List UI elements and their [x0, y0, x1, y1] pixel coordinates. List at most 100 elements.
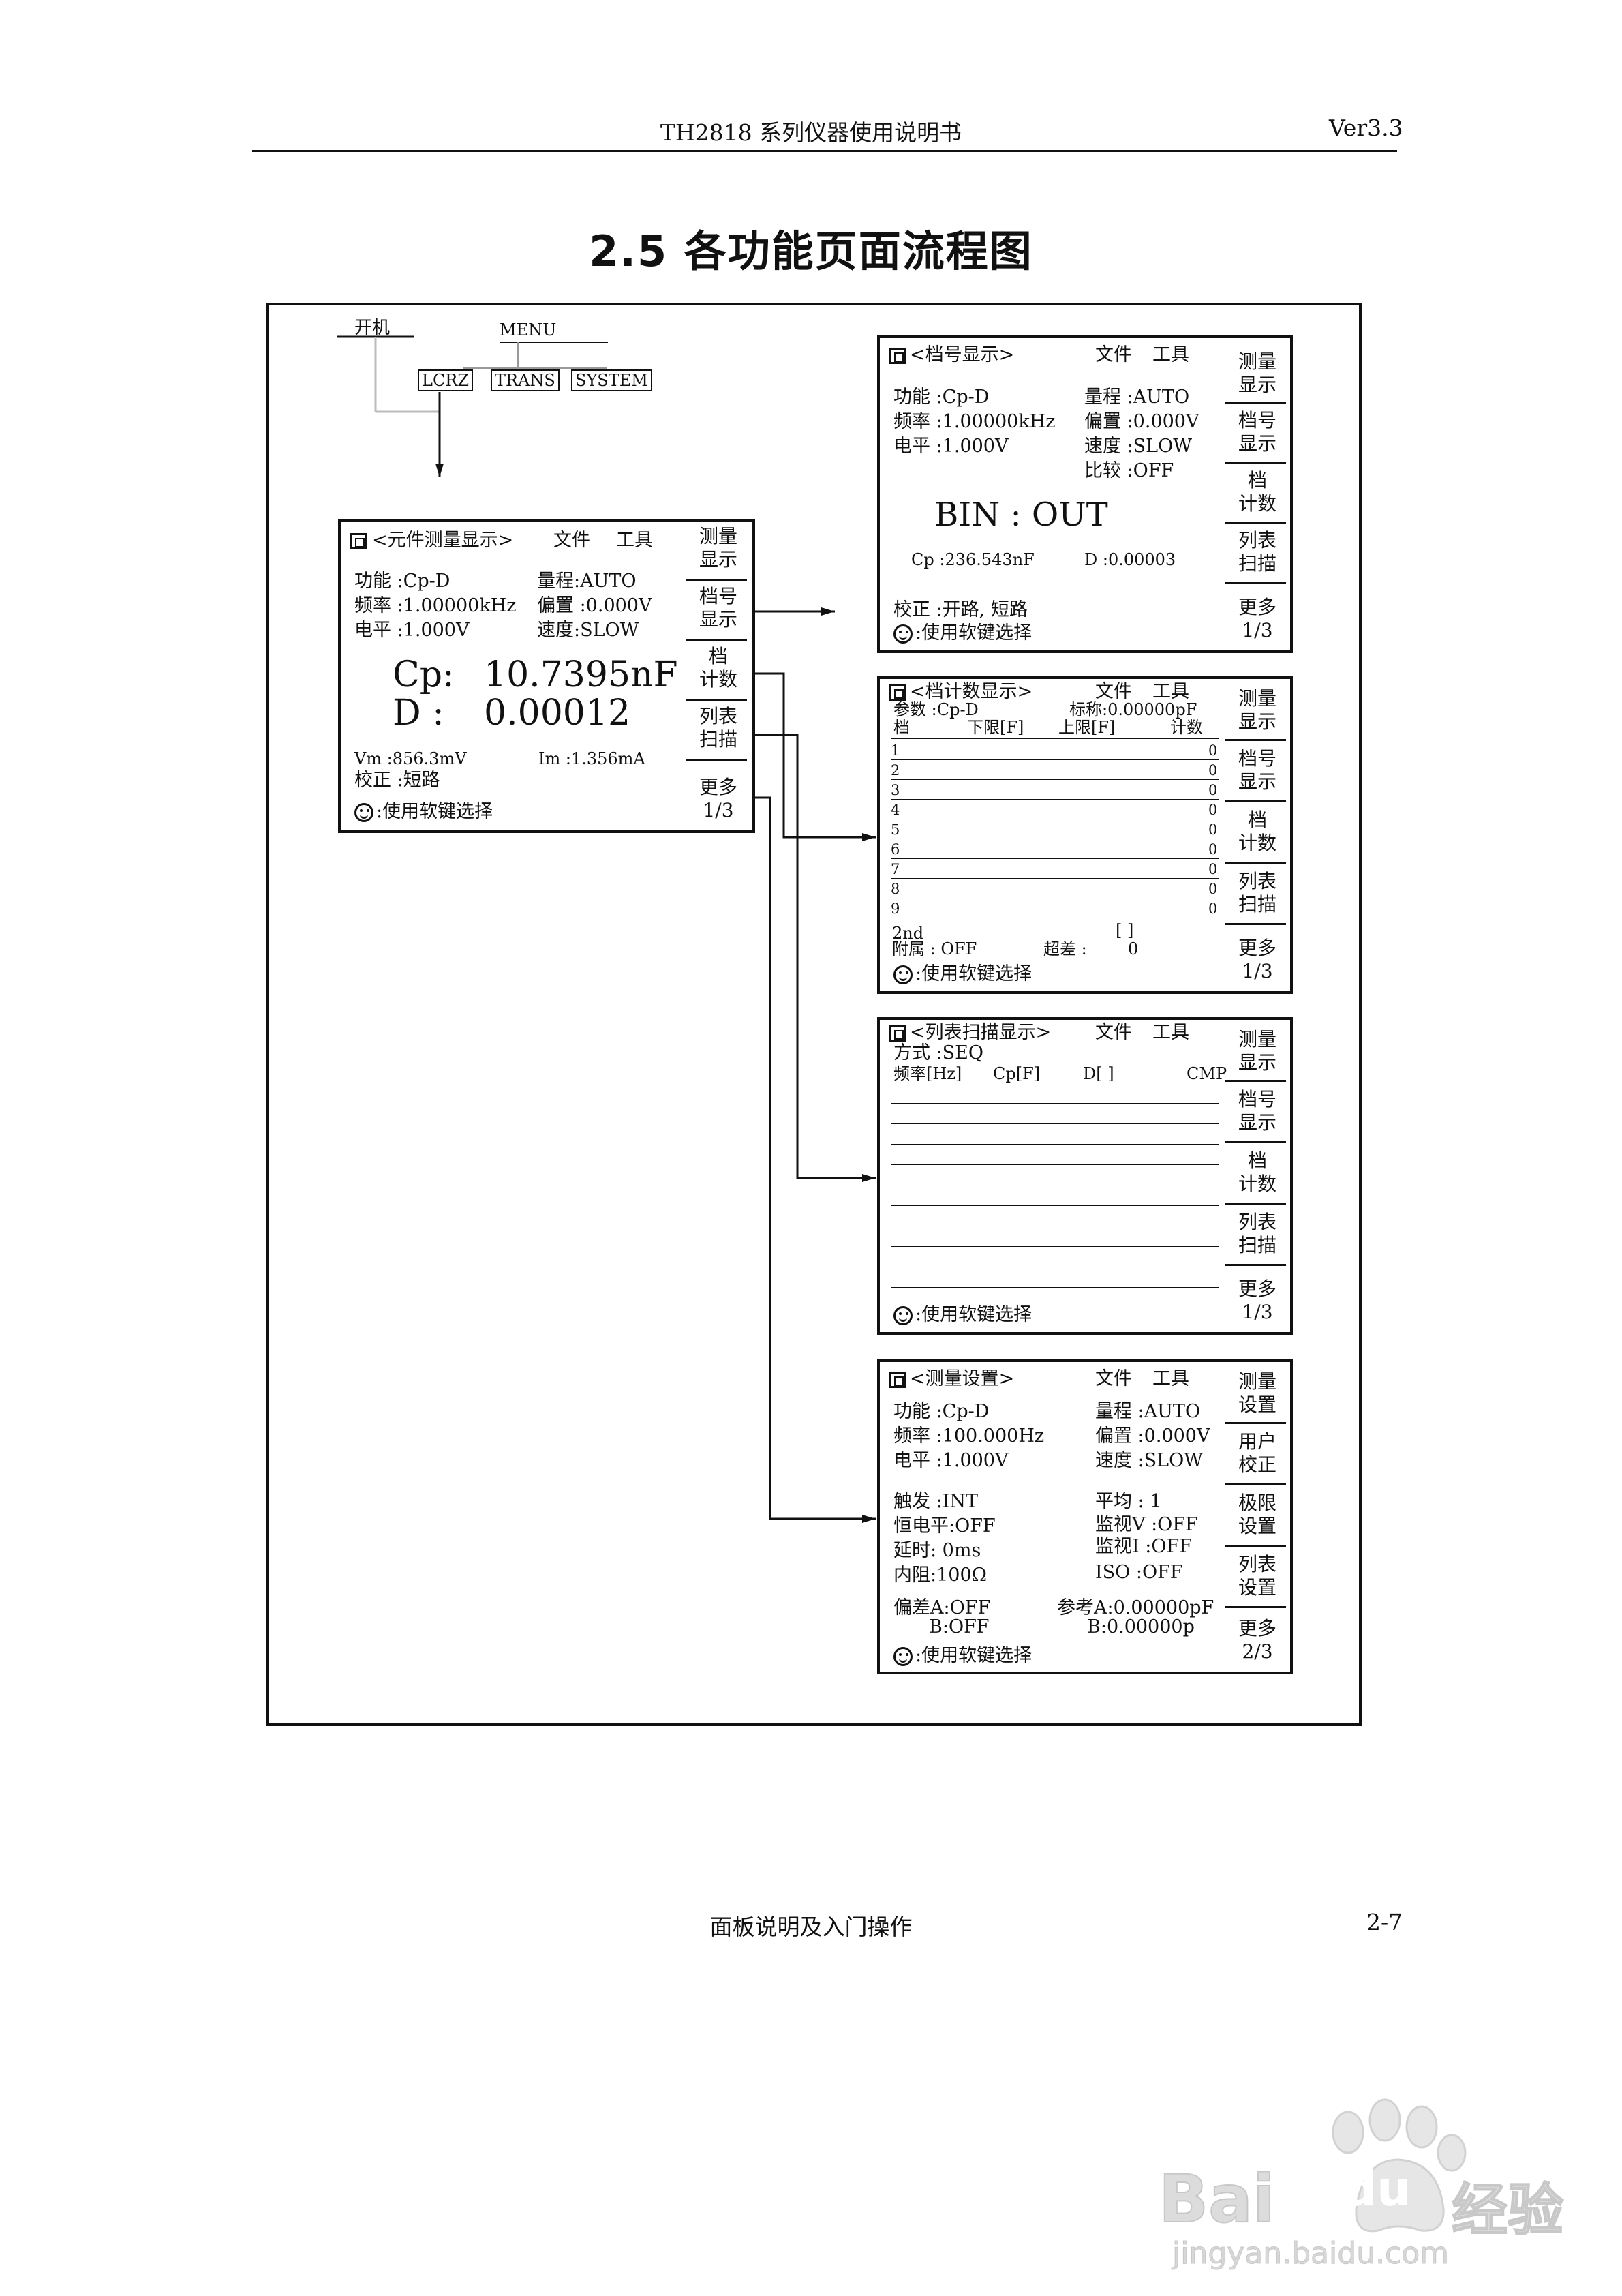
softkey-measure-display[interactable]: 测量显示 — [699, 525, 737, 571]
table-row-index: 7 — [891, 861, 900, 877]
param-row: B:OFF — [929, 1616, 990, 1637]
param-row: 偏置 :0.000V — [537, 595, 652, 616]
softkey-list-setup[interactable]: 列表设置 — [1238, 1553, 1276, 1599]
param-row: 功能 :Cp-D — [893, 1401, 990, 1422]
panel-title: <元件测量显示> — [372, 530, 514, 551]
softkey-bin-display[interactable]: 档号显示 — [1238, 409, 1276, 455]
param-row: 频率 :1.00000kHz — [893, 411, 1056, 432]
header-title: TH2818 系列仪器使用说明书 — [660, 119, 962, 146]
softkey-user-correction[interactable]: 用户校正 — [1238, 1430, 1276, 1476]
softkey-list-sweep[interactable]: 列表扫描 — [1238, 1211, 1276, 1256]
baidu-paw-icon — [1332, 2098, 1467, 2233]
softkey-measure-setup[interactable]: 测量设置 — [1238, 1370, 1276, 1416]
file-menu[interactable]: 文件 — [1095, 1368, 1132, 1389]
col-header: 计数 — [1170, 718, 1203, 737]
param-row: 比较 :OFF — [1084, 460, 1174, 481]
softkey-measure-display[interactable]: 测量显示 — [1238, 687, 1276, 733]
nominal-label: 标称:0.00000pF — [1069, 700, 1197, 719]
softkey-measure-display[interactable]: 测量显示 — [1238, 1028, 1276, 1074]
param-row: B:0.00000p — [1087, 1616, 1195, 1637]
table-row-line — [891, 779, 1219, 780]
file-menu[interactable]: 文件 — [1095, 344, 1132, 365]
arrow-count — [747, 672, 876, 841]
tools-menu[interactable]: 工具 — [616, 530, 653, 551]
arrow-setup — [747, 796, 876, 1523]
mode-label: 方式 :SEQ — [893, 1042, 984, 1063]
softkey-list-sweep[interactable]: 列表扫描 — [1238, 870, 1276, 916]
param-row: 速度 :SLOW — [1095, 1450, 1203, 1471]
col-header: Cp[F] — [993, 1064, 1041, 1083]
table-row-count: 0 — [1208, 802, 1218, 818]
panel-title: <测量设置> — [910, 1368, 1015, 1389]
softkey-list-sweep[interactable]: 列表扫描 — [1238, 529, 1276, 575]
power-on-label: 开机 — [354, 318, 391, 338]
aux-label: 附属 : OFF — [892, 939, 977, 958]
softkey-hint: :使用软键选择 — [915, 622, 1032, 644]
table-row — [891, 1164, 1219, 1165]
col-header: CMP — [1187, 1064, 1227, 1083]
lock-icon — [350, 533, 367, 549]
table-row-index: 4 — [891, 802, 900, 818]
file-menu[interactable]: 文件 — [553, 530, 590, 551]
tools-menu[interactable]: 工具 — [1152, 681, 1189, 702]
softkey-measure-display[interactable]: 测量显示 — [1238, 350, 1276, 396]
softkey-hint: :使用软键选择 — [376, 801, 493, 822]
param-row: 速度 :SLOW — [1084, 436, 1192, 457]
tools-menu[interactable]: 工具 — [1152, 344, 1189, 365]
over-label: 超差 : — [1043, 939, 1087, 958]
smiley-icon — [893, 1306, 913, 1325]
softkey-limit-setup[interactable]: 极限设置 — [1238, 1492, 1276, 1537]
softkey-bin-display[interactable]: 档号显示 — [1238, 1088, 1276, 1134]
lock-icon — [889, 1372, 906, 1388]
secondary-label: D : — [393, 693, 444, 734]
section-title: 2.5 各功能页面流程图 — [589, 226, 1033, 276]
table-row-count: 0 — [1208, 861, 1218, 877]
param-row: 恒电平:OFF — [893, 1515, 996, 1537]
file-menu[interactable]: 文件 — [1095, 1022, 1132, 1043]
param-row: 频率 :1.00000kHz — [354, 595, 517, 616]
param-row: 延时: 0ms — [893, 1540, 981, 1561]
param-row: 电平 :1.000V — [893, 1450, 1009, 1471]
param-row: 电平 :1.000V — [893, 436, 1009, 457]
softkey-hint: :使用软键选择 — [915, 1304, 1032, 1325]
param-row: 监视I :OFF — [1095, 1536, 1192, 1557]
smiley-icon — [893, 624, 913, 644]
menu-item-system: SYSTEM — [571, 369, 652, 391]
lock-icon — [889, 348, 906, 364]
tools-menu[interactable]: 工具 — [1152, 1368, 1189, 1389]
table-row — [891, 1123, 1219, 1124]
bin-display-panel: <档号显示> 文件 工具 功能 :Cp-D 量程 :AUTO 频率 :1.000… — [877, 335, 1293, 653]
table-row-index: 8 — [891, 881, 900, 897]
panel-title: <列表扫描显示> — [910, 1022, 1052, 1043]
softkey-list-sweep[interactable]: 列表扫描 — [699, 705, 737, 751]
param-row: 偏差A:OFF — [893, 1597, 991, 1618]
secondary-value: 0.00012 — [484, 693, 631, 734]
param-row: 内阻:100Ω — [893, 1565, 988, 1586]
param-row: 功能 :Cp-D — [893, 387, 990, 408]
softkey-hint: :使用软键选择 — [915, 1645, 1032, 1666]
softkey-bin-display[interactable]: 档号显示 — [699, 585, 737, 631]
table-row-count: 0 — [1208, 742, 1218, 759]
file-menu[interactable]: 文件 — [1095, 681, 1132, 702]
tools-menu[interactable]: 工具 — [1152, 1022, 1189, 1043]
watermark-brand: Bai — [1158, 2160, 1276, 2238]
cp-readout: Cp :236.543nF — [911, 550, 1035, 569]
table-row — [891, 1103, 1219, 1104]
softkey-bin-display[interactable]: 档号显示 — [1238, 747, 1276, 793]
table-row-line — [891, 878, 1219, 879]
table-row-index: 2 — [891, 762, 900, 779]
softkey-bin-count[interactable]: 档计数 — [1238, 469, 1276, 515]
table-row-index: 6 — [891, 841, 900, 858]
col-header: 频率[Hz] — [893, 1064, 962, 1083]
panel-title: <档计数显示> — [910, 681, 1033, 702]
table-row-count: 0 — [1208, 901, 1218, 917]
softkey-bin-count[interactable]: 档计数 — [1238, 1149, 1276, 1195]
softkey-bin-count[interactable]: 档计数 — [699, 645, 737, 691]
watermark-suffix: 经验 — [1451, 2177, 1564, 2244]
softkey-bin-count[interactable]: 档计数 — [1238, 809, 1276, 854]
